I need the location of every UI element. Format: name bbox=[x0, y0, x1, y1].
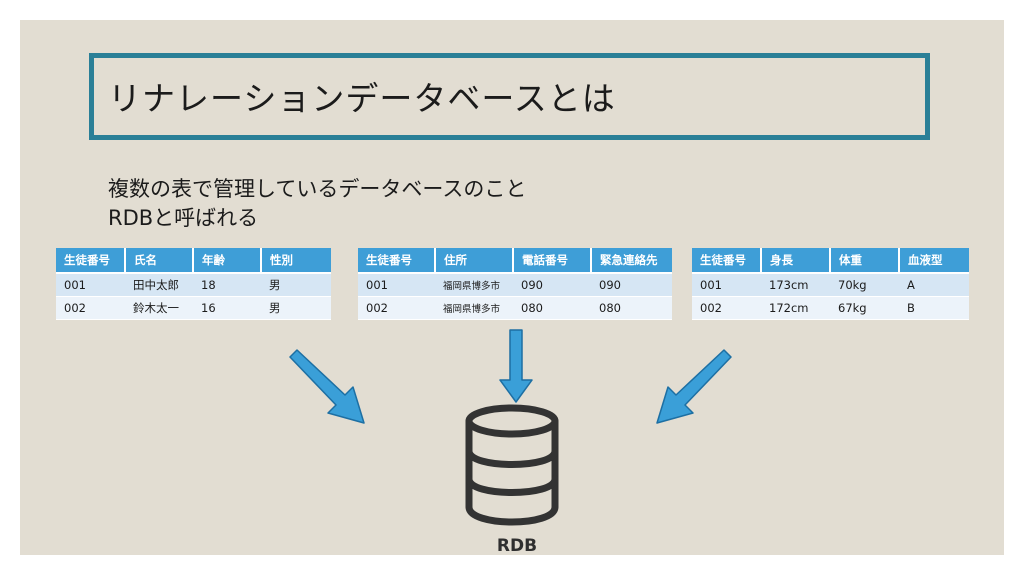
title-box: リナレーションデータベースとは bbox=[89, 53, 930, 140]
table-row: 002 鈴木太一 16 男 bbox=[56, 296, 331, 320]
table-header: 年齢 bbox=[193, 248, 262, 274]
table-row: 001 173cm 70kg A bbox=[692, 273, 969, 297]
table-header: 身長 bbox=[761, 248, 831, 274]
table-cell: 田中太郎 bbox=[125, 273, 193, 297]
table-cell: 080 bbox=[591, 296, 672, 320]
table-header: 電話番号 bbox=[513, 248, 592, 274]
table-row: 001 福岡県博多市 090 090 bbox=[358, 273, 672, 297]
page-title: リナレーションデータベースとは bbox=[108, 79, 616, 118]
table-cell: B bbox=[899, 296, 969, 320]
table-cell: 67kg bbox=[830, 296, 899, 320]
table-header-row: 生徒番号 住所 電話番号 緊急連絡先 bbox=[358, 248, 672, 274]
table-header: 緊急連絡先 bbox=[591, 248, 672, 274]
rdb-label: RDB bbox=[496, 536, 538, 556]
table-header: 住所 bbox=[435, 248, 514, 274]
table-header: 生徒番号 bbox=[56, 248, 126, 274]
table-header: 体重 bbox=[830, 248, 900, 274]
table-cell: 002 bbox=[358, 296, 435, 320]
table-cell: 001 bbox=[358, 273, 435, 297]
table-row: 001 田中太郎 18 男 bbox=[56, 273, 331, 297]
table-cell: 001 bbox=[692, 273, 761, 297]
table-cell: 男 bbox=[261, 296, 331, 320]
table-header: 生徒番号 bbox=[692, 248, 762, 274]
table-header: 性別 bbox=[261, 248, 331, 274]
table-cell: 002 bbox=[692, 296, 761, 320]
table-header-row: 生徒番号 身長 体重 血液型 bbox=[692, 248, 969, 274]
description-line-1: 複数の表で管理しているデータベースのこと bbox=[108, 177, 527, 201]
table-cell: 福岡県博多市 bbox=[435, 296, 513, 320]
table-cell: 男 bbox=[261, 273, 331, 297]
table-cell: 鈴木太一 bbox=[125, 296, 193, 320]
table-header-row: 生徒番号 氏名 年齢 性別 bbox=[56, 248, 331, 274]
table-cell: 090 bbox=[513, 273, 591, 297]
table-cell: 001 bbox=[56, 273, 125, 297]
contact-info-table: 生徒番号 住所 電話番号 緊急連絡先 001 福岡県博多市 090 090 00… bbox=[358, 248, 672, 320]
table-cell: 16 bbox=[193, 296, 261, 320]
description-line-2: RDBと呼ばれる bbox=[108, 206, 259, 230]
table-cell: 173cm bbox=[761, 273, 830, 297]
table-cell: 18 bbox=[193, 273, 261, 297]
table-row: 002 172cm 67kg B bbox=[692, 296, 969, 320]
table-header: 氏名 bbox=[125, 248, 194, 274]
table-header: 生徒番号 bbox=[358, 248, 436, 274]
table-row: 002 福岡県博多市 080 080 bbox=[358, 296, 672, 320]
table-cell: A bbox=[899, 273, 969, 297]
database-icon bbox=[465, 404, 559, 526]
student-info-table: 生徒番号 氏名 年齢 性別 001 田中太郎 18 男 002 鈴木太一 16 … bbox=[56, 248, 331, 320]
description: 複数の表で管理しているデータベースのこと RDBと呼ばれる bbox=[108, 175, 526, 233]
arrow-down-icon bbox=[499, 329, 533, 403]
arrow-down-left-icon bbox=[656, 349, 732, 424]
arrow-down-right-icon bbox=[289, 349, 365, 424]
table-header: 血液型 bbox=[899, 248, 969, 274]
table-cell: 172cm bbox=[761, 296, 830, 320]
table-cell: 090 bbox=[591, 273, 672, 297]
table-cell: 080 bbox=[513, 296, 591, 320]
body-info-table: 生徒番号 身長 体重 血液型 001 173cm 70kg A 002 172c… bbox=[692, 248, 969, 320]
table-cell: 70kg bbox=[830, 273, 899, 297]
table-cell: 002 bbox=[56, 296, 125, 320]
table-cell: 福岡県博多市 bbox=[435, 273, 513, 297]
